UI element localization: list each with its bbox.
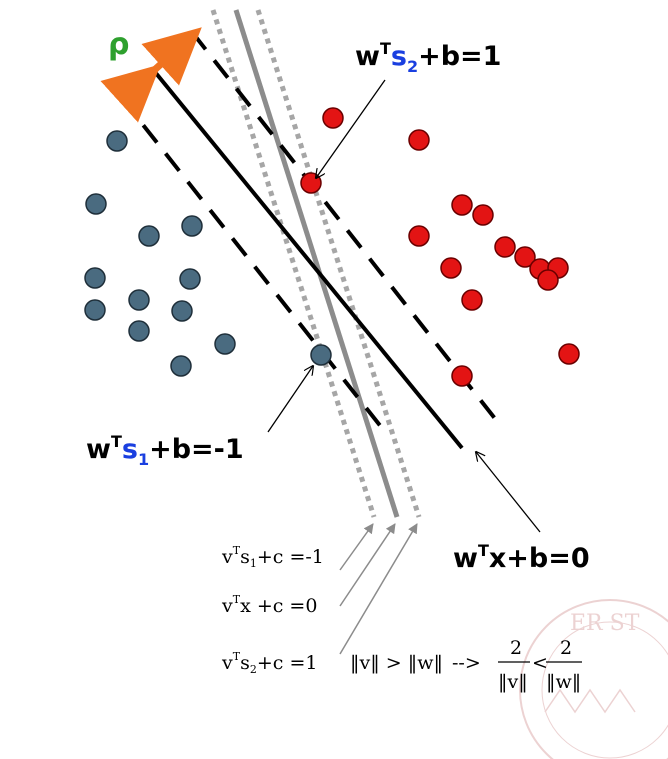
pointer-arrow-top [316,79,386,178]
fraction-2-numerator: 2 [560,637,572,659]
fraction-1-denominator: ‖v‖ [498,671,528,693]
data-point [472,204,494,226]
equation-right: wTx+b=0 [453,541,590,574]
data-point [171,300,193,322]
data-point [128,289,150,311]
negative-class-points [84,130,332,377]
university-seal-watermark: ER ST [519,599,668,759]
alt-separator-line [233,9,400,518]
data-point [138,225,160,247]
v-equation-2: vTx +c =0 [221,593,317,617]
less-than-sign: < [532,652,548,674]
data-point [440,257,462,279]
support-vector-negative [310,344,332,366]
data-point [170,355,192,377]
data-point [451,194,473,216]
data-point [408,129,430,151]
pointer-arrow-v2 [339,523,418,655]
norm-comparison: ‖v‖ > ‖w‖ [350,652,443,674]
data-point [461,289,483,311]
data-point [537,269,559,291]
data-point [558,343,580,365]
data-point [408,225,430,247]
svm-margin-line-right [190,30,502,427]
v-equation-1: vTs1+c =-1 [221,544,324,570]
alt-margin-line-right [255,9,422,518]
positive-class-points [300,107,580,387]
pointer-arrow-right [476,452,541,533]
pointer-arrow-v0 [339,523,396,607]
data-point [322,107,344,129]
data-point [106,130,128,152]
data-point [85,193,107,215]
svm-margin-line-left [119,95,384,430]
data-point [179,268,201,290]
data-point [494,236,516,258]
data-point [514,246,536,268]
pointer-arrow-v1 [339,523,374,571]
rho-label: ρ [108,27,129,62]
equation-left: wTs1+b=-1 [86,432,244,469]
data-point [128,320,150,342]
data-point [84,267,106,289]
data-point [451,365,473,387]
fraction-2-denominator: ‖w‖ [546,671,581,693]
data-point [181,215,203,237]
v-equation-3: vTs2+c =1 [221,650,317,676]
svm-decision-boundary [153,70,464,450]
margin-width-arrow [100,27,202,123]
implies-arrow: --> [452,652,481,674]
equation-top: wTs2+b=1 [355,39,501,76]
data-point [84,299,106,321]
pointer-arrow-left [267,366,313,433]
alt-margin-line-left [210,9,377,518]
fraction-1-numerator: 2 [510,637,522,659]
watermark-text: ER ST [570,611,640,636]
data-point [214,333,236,355]
